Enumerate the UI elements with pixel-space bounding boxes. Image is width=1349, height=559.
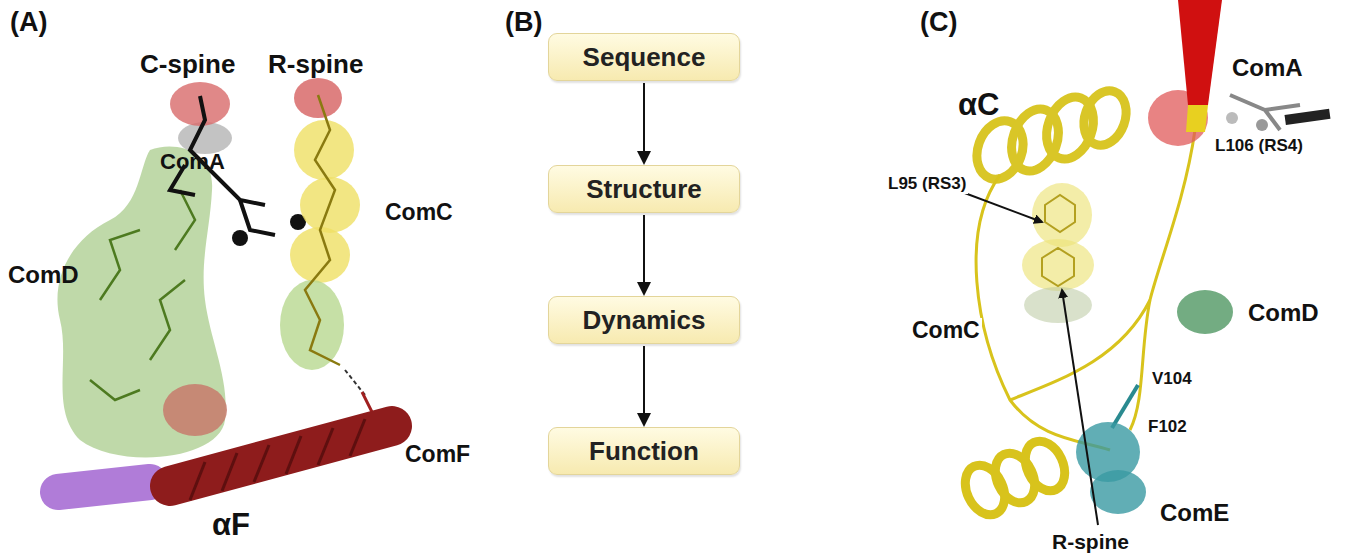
panel-label: (B) (505, 8, 542, 38)
residue-label: L106 (RS4) (1215, 137, 1303, 156)
subdomain-label: ComE (1160, 500, 1229, 526)
subdomain-label: ComC (910, 318, 982, 343)
panel-label: (C) (920, 8, 957, 38)
subdomain-label: ComA (1232, 55, 1303, 81)
sequence-box: Sequence (548, 33, 740, 81)
subdomain-label: ComC (385, 200, 453, 225)
residue-label: L95 (RS3) (886, 175, 968, 194)
subdomain-label: ComF (405, 442, 470, 467)
subdomain-label: ComA (160, 150, 225, 174)
spine-label: R-spine (268, 50, 363, 79)
panel-label: (A) (10, 8, 47, 38)
box-text: Dynamics (583, 305, 706, 336)
helix-label: αC (958, 88, 999, 122)
box-text: Sequence (583, 42, 706, 73)
flow-arrow (643, 83, 645, 163)
box-text: Structure (586, 174, 702, 205)
flow-arrow (643, 346, 645, 425)
subdomain-label: ComD (8, 262, 79, 288)
spine-label: C-spine (140, 50, 235, 79)
residue-label: V104 (1152, 370, 1192, 389)
spine-label: R-spine (1050, 530, 1131, 553)
residue-label: F102 (1148, 418, 1187, 437)
function-box: Function (548, 427, 740, 475)
flow-arrow (643, 215, 645, 294)
helix-label: αF (212, 508, 250, 542)
subdomain-label: ComD (1248, 300, 1319, 326)
dynamics-box: Dynamics (548, 296, 740, 344)
structure-box: Structure (548, 165, 740, 213)
box-text: Function (589, 436, 699, 467)
